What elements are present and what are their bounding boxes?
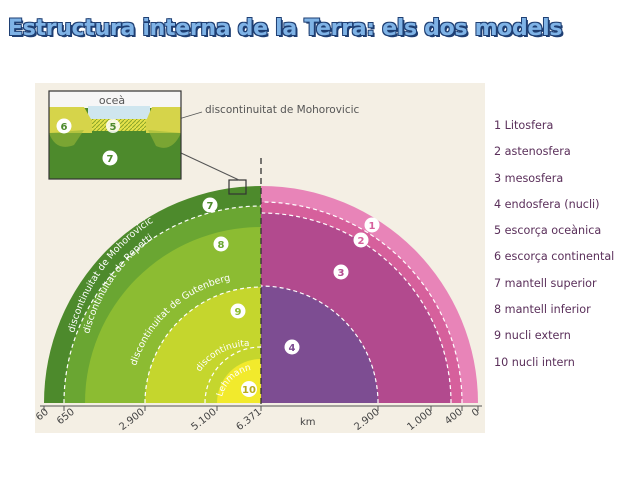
layer-marker-10: 10 [241, 381, 257, 397]
tick-label-6371: 6.371 [235, 407, 264, 433]
svg-text:6: 6 [61, 122, 68, 133]
tick-label-2900-right: 2.900 [353, 407, 382, 433]
layer-marker-3: 3 [333, 264, 349, 280]
svg-text:1: 1 [369, 221, 376, 232]
inset-marker-7: 7 [102, 150, 118, 166]
repetti-line [63, 205, 262, 404]
tick-label-2900-left: 2.900 [118, 407, 147, 433]
svg-text:9: 9 [235, 307, 242, 318]
svg-text:5: 5 [110, 122, 117, 133]
tick-label-0: 0 [470, 407, 482, 420]
legend-item-1: 1 Litosfera [494, 119, 554, 132]
axis-unit-label: km [300, 417, 316, 428]
inset-marker-6: 6 [56, 118, 72, 134]
core-line [260, 285, 379, 404]
layer-marker-1: 1 [364, 217, 380, 233]
svg-text:7: 7 [107, 154, 114, 165]
tick-label-60: 60 [34, 407, 51, 424]
layer-marker-7: 7 [202, 197, 218, 213]
mesosphere-line [260, 212, 452, 404]
legend-item-2: 2 astenosfera [494, 145, 571, 159]
tick-label-5100: 5.100 [190, 407, 219, 433]
svg-text:4: 4 [289, 343, 296, 354]
legend-item-9: 9 nucli extern [494, 329, 571, 343]
ocean-label: oceà [99, 94, 125, 107]
legend-item-6: 6 escorça continental [494, 250, 615, 264]
inset-marker-5: 5 [106, 119, 120, 133]
slide-title: Estructura interna de la Terra: els dos … [8, 16, 563, 41]
svg-text:3: 3 [338, 268, 345, 279]
baseline-ticks [43, 406, 479, 411]
svg-text:7: 7 [207, 201, 214, 212]
legend-item-3: 3 mesosfera [494, 171, 564, 185]
tick-label-650: 650 [55, 407, 77, 427]
tick-label-1000: 1.000 [406, 407, 435, 433]
gutenberg-line [144, 286, 262, 404]
svg-text:10: 10 [242, 385, 256, 396]
legend-item-7: 7 mantell superior [494, 276, 597, 290]
asthenosphere-line [260, 201, 463, 404]
layer-marker-8: 8 [213, 236, 229, 252]
layer-marker-9: 9 [230, 303, 246, 319]
core-layer [261, 286, 378, 403]
lehmann-line [204, 346, 262, 404]
zoom-region-box [228, 179, 247, 195]
zoom-connector-line [180, 152, 240, 181]
svg-text:2: 2 [358, 236, 365, 247]
legend-item-4: 4 endosfera (nucli) [494, 197, 600, 211]
compositional-model [44, 186, 262, 404]
legend-item-8: 8 mantell inferior [494, 303, 591, 317]
inset-moho-label: discontinuitat de Mohorovicic [205, 104, 360, 116]
legend-item-10: 10 nucli intern [494, 355, 575, 369]
layer-marker-2: 2 [353, 232, 369, 248]
svg-text:8: 8 [218, 240, 225, 251]
legend-item-5: 5 escorça oceànica [494, 224, 602, 238]
dynamic-model [260, 186, 478, 404]
legend-list: 1 Litosfera 2 astenosfera 3 mesosfera 4 … [494, 119, 614, 382]
layer-marker-4: 4 [284, 339, 300, 355]
